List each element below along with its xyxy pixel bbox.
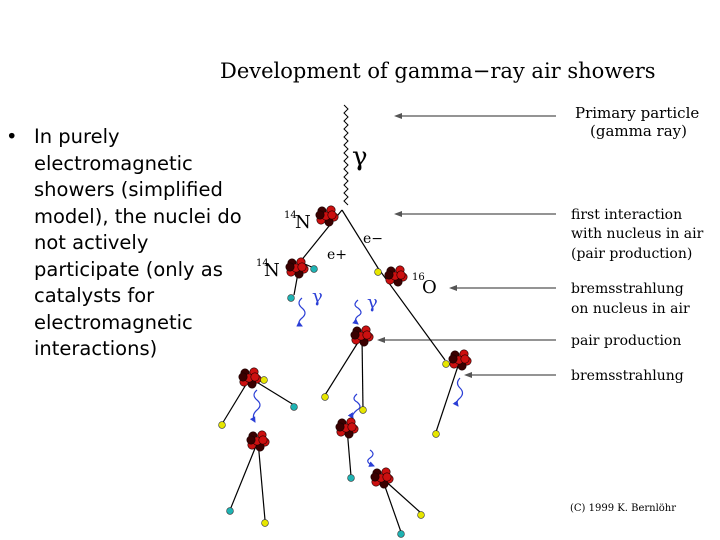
positron-symbol: e+ bbox=[327, 247, 347, 263]
positron-dot bbox=[226, 507, 234, 515]
positron-dot bbox=[310, 265, 318, 273]
electron-dot bbox=[321, 393, 329, 401]
nucleus-icon bbox=[335, 417, 359, 439]
nucleus-icon bbox=[448, 349, 472, 371]
label-pair-production: pair production bbox=[571, 333, 681, 349]
label-primary-2: (gamma ray) bbox=[590, 122, 687, 140]
positron-dot bbox=[290, 403, 298, 411]
copyright-credit: (C) 1999 K. Bernlöhr bbox=[570, 503, 676, 514]
bullet-line: model), the nuclei do bbox=[34, 204, 242, 228]
nucleus-icon bbox=[315, 205, 339, 227]
photon-symbol: γ bbox=[312, 286, 323, 307]
primary-gamma-symbol: γ bbox=[352, 142, 368, 172]
nucleus-icon bbox=[285, 257, 309, 279]
photon-track bbox=[347, 393, 361, 419]
electron-dot bbox=[417, 511, 425, 519]
bullet-line: In purely bbox=[34, 125, 120, 148]
bullet-marker: • bbox=[6, 125, 18, 148]
nuclei-group bbox=[238, 205, 472, 489]
track bbox=[257, 440, 266, 521]
track bbox=[229, 440, 259, 511]
electron-dot bbox=[432, 430, 440, 438]
photon-track bbox=[296, 297, 306, 327]
label-first-1: first interaction bbox=[571, 207, 682, 223]
photon-track bbox=[367, 449, 375, 467]
photon-symbol: γ bbox=[367, 292, 378, 313]
diagram-title: Development of gamma−ray air showers bbox=[220, 59, 656, 83]
label-brems-nucleus-2: on nucleus in air bbox=[571, 301, 690, 317]
nucleus-icon bbox=[370, 467, 394, 489]
oxygen-label: O bbox=[422, 277, 437, 298]
photon-track bbox=[352, 299, 362, 325]
label-primary-1: Primary particle bbox=[575, 104, 699, 122]
oxygen-mass-label: 16 bbox=[412, 272, 425, 283]
bullet-line: catalysts for bbox=[34, 284, 155, 307]
label-bremsstrahlung: bremsstrahlung bbox=[571, 368, 684, 384]
bullet-line: electromagnetic bbox=[34, 151, 193, 175]
nucleus-icon bbox=[384, 265, 408, 287]
track bbox=[381, 477, 422, 514]
label-brems-nucleus-1: bremsstrahlung bbox=[571, 281, 684, 297]
track-electron bbox=[341, 209, 379, 269]
track bbox=[324, 335, 363, 396]
bullet-line: electromagnetic bbox=[34, 310, 193, 334]
electron-dot bbox=[260, 376, 268, 384]
electron-dot bbox=[261, 519, 269, 527]
photon-track bbox=[452, 377, 464, 407]
photon-tracks bbox=[249, 297, 464, 467]
leptons-group bbox=[218, 265, 450, 538]
nitrogen-label: N bbox=[264, 260, 280, 281]
nucleus-icon bbox=[350, 325, 374, 347]
electron-dot bbox=[218, 421, 226, 429]
bullet-text: In purely electromagnetic showers (simpl… bbox=[34, 124, 264, 363]
bullet-line: showers (simplified bbox=[34, 178, 223, 201]
electron-symbol: e− bbox=[363, 231, 383, 247]
bullet-line: not actively bbox=[34, 231, 149, 254]
nitrogen-label: N bbox=[295, 212, 311, 233]
nucleus-icon bbox=[246, 430, 270, 452]
positron-dot bbox=[397, 530, 405, 538]
nitrogen-mass-label: 14 bbox=[284, 210, 297, 221]
positron-dot bbox=[347, 474, 355, 482]
label-first-3: (pair production) bbox=[571, 246, 692, 262]
track bbox=[361, 335, 364, 411]
bullet-line: interactions) bbox=[34, 337, 158, 360]
bullet-line: participate (only as bbox=[34, 257, 223, 281]
electron-dot bbox=[359, 406, 367, 414]
electron-dot bbox=[374, 268, 382, 276]
label-first-2: with nucleus in air bbox=[571, 226, 704, 242]
nucleus-icon bbox=[238, 367, 262, 389]
primary-gamma-track bbox=[343, 104, 349, 206]
positron-dot bbox=[287, 294, 295, 302]
photon-track bbox=[249, 389, 261, 423]
track bbox=[435, 359, 461, 433]
electron-dot bbox=[442, 360, 450, 368]
nitrogen-mass-label: 14 bbox=[256, 258, 269, 269]
